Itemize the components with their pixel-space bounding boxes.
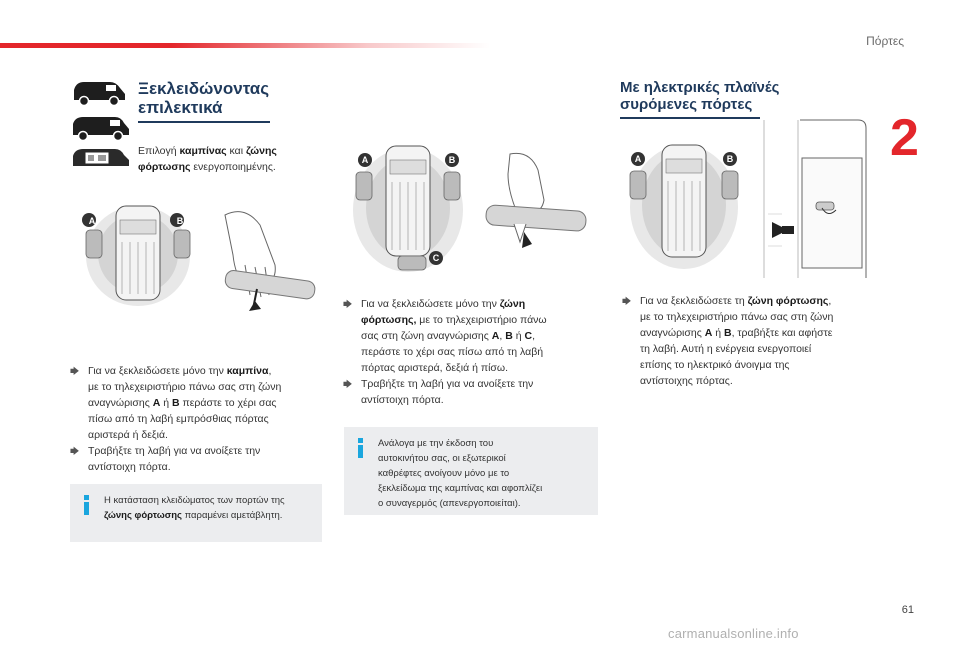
- middle-zone-label-a: A: [361, 155, 369, 165]
- header-accent-bar: [0, 43, 490, 48]
- right-title-line1: Με ηλεκτρικές πλαϊνές: [620, 79, 780, 96]
- middle-zone-label-c: C: [432, 253, 440, 263]
- left-zone-label-a: A: [88, 216, 96, 226]
- left-bullet-1: 🡆 Για να ξεκλειδώσετε μόνο την καμπίνα, …: [70, 365, 282, 441]
- van-icon-long: [73, 117, 129, 141]
- right-van-zones-illustration: [629, 144, 739, 269]
- middle-instructions: 🡆 Για να ξεκλειδώσετε μόνο την ζώνη φόρτ…: [343, 296, 598, 408]
- selection-text: Επιλογή καμπίνας και ζώνης φόρτωσης ενερ…: [138, 145, 277, 173]
- watermark-text[interactable]: carmanualsonline.info: [668, 626, 799, 641]
- right-zone-label-b: B: [726, 154, 734, 164]
- right-instructions: 🡆 Για να ξεκλειδώσετε τη ζώνη φόρτωσης, …: [622, 293, 892, 389]
- page-number: 61: [901, 604, 914, 616]
- middle-bullet-2: 🡆 Τραβήξτε τη λαβή για να ανοίξετε την α…: [343, 378, 534, 406]
- left-van-zones-illustration: [82, 205, 191, 306]
- sliding-door-illustration: [763, 119, 867, 278]
- bullet-arrow-icon: 🡆: [70, 366, 80, 376]
- van-icon-short: [74, 82, 125, 106]
- middle-van-zones-illustration: [353, 145, 463, 272]
- info-icon: [356, 438, 366, 458]
- left-hand-handle-illustration: [224, 211, 316, 311]
- left-zone-label-b: B: [176, 216, 184, 226]
- bullet-arrow-icon: 🡆: [622, 296, 632, 306]
- middle-zone-label-b: B: [448, 155, 456, 165]
- bullet-arrow-icon: 🡆: [343, 379, 353, 389]
- left-info-text: Η κατάσταση κλειδώματος των πορτών της ζ…: [104, 495, 285, 521]
- middle-info-text: Ανάλογα με την έκδοση του αυτοκινήτου σα…: [378, 438, 543, 509]
- left-title-line2: επιλεκτικά: [138, 98, 223, 117]
- right-title: Με ηλεκτρικές πλαϊνές συρόμενες πόρτες: [620, 79, 779, 113]
- section-title: Πόρτες: [866, 34, 904, 48]
- middle-bullet-1: 🡆 Για να ξεκλειδώσετε μόνο την ζώνη φόρτ…: [343, 298, 547, 374]
- chapter-number: 2: [890, 109, 919, 167]
- selection-screen-icon: [73, 149, 129, 166]
- left-title: Ξεκλειδώνοντας επιλεκτικά: [138, 79, 269, 117]
- right-title-line2: συρόμενες πόρτες: [620, 96, 753, 113]
- left-info-box: Η κατάσταση κλειδώματος των πορτών της ζ…: [70, 484, 322, 542]
- bullet-arrow-icon: 🡆: [70, 446, 80, 456]
- right-zone-label-a: A: [634, 154, 642, 164]
- middle-hand-handle-illustration: [485, 152, 587, 248]
- right-title-rule: [620, 117, 760, 119]
- info-icon: [82, 495, 92, 515]
- left-bullet-2: 🡆 Τραβήξτε τη λαβή για να ανοίξετε την α…: [70, 445, 261, 473]
- left-title-line1: Ξεκλειδώνοντας: [138, 79, 270, 98]
- right-bullet-1: 🡆 Για να ξεκλειδώσετε τη ζώνη φόρτωσης, …: [622, 295, 834, 387]
- left-instructions: 🡆 Για να ξεκλειδώσετε μόνο την καμπίνα, …: [70, 363, 340, 475]
- middle-info-box: Ανάλογα με την έκδοση του αυτοκινήτου σα…: [344, 427, 598, 515]
- bullet-arrow-icon: 🡆: [343, 299, 353, 309]
- left-title-rule: [138, 121, 270, 123]
